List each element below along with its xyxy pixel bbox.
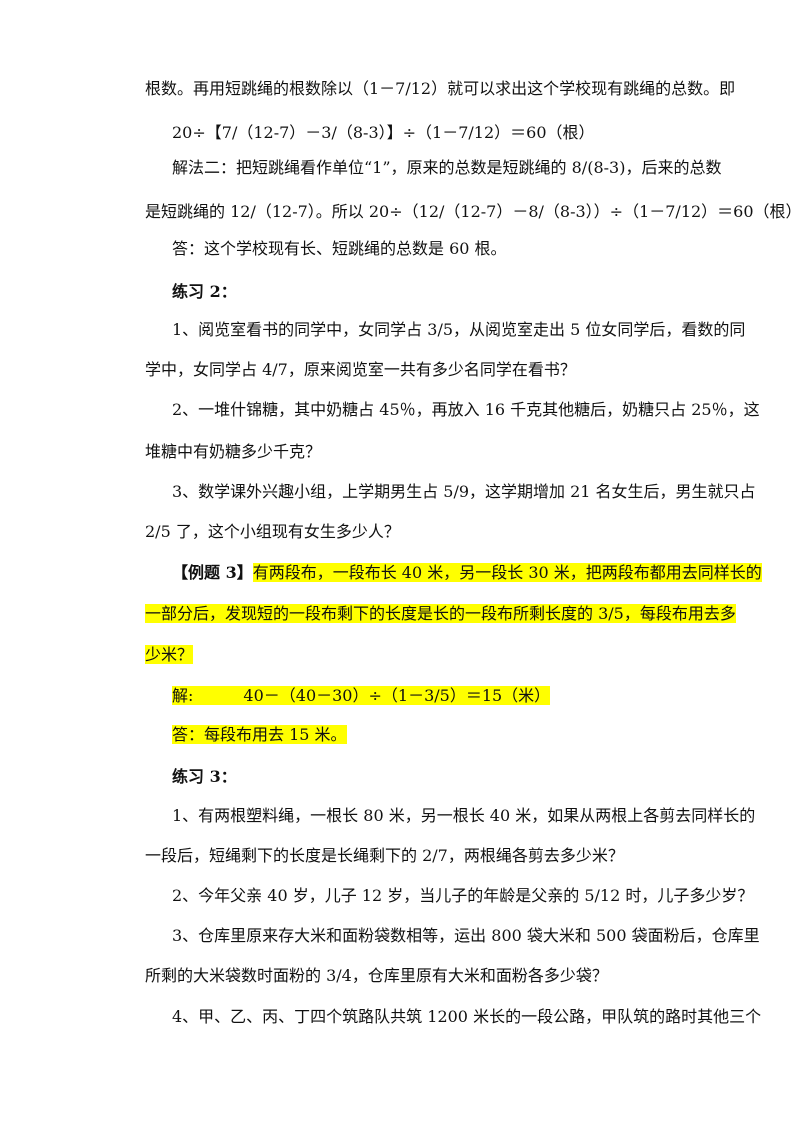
example3-text: 少米？ xyxy=(145,645,194,664)
practice3-question: 1、有两根塑料绳，一根长 80 米，另一根长 40 米，如果从两根上各剪去同样长… xyxy=(172,806,756,825)
practice3-question: 4、甲、乙、丙、丁四个筑路队共筑 1200 米长的一段公路，甲队筑的路时其他三个 xyxy=(172,1007,762,1026)
answer-line: 答：这个学校现有长、短跳绳的总数是 60 根。 xyxy=(172,239,507,258)
method2-line: 是短跳绳的 12/（12-7）。所以 20÷（12/（12-7）－8/（8-3）… xyxy=(145,202,800,221)
formula-line: 20÷【7/（12-7）－3/（8-3）】÷（1－7/12）＝60（根） xyxy=(172,123,595,142)
practice2-question: 堆糖中有奶糖多少千克？ xyxy=(145,442,322,461)
example3-solution-label: 解: xyxy=(172,686,194,705)
example3-answer: 答：每段布用去 15 米。 xyxy=(172,725,347,744)
solution-text-line: 根数。再用短跳绳的根数除以（1－7/12）就可以求出这个学校现有跳绳的总数。即 xyxy=(145,79,736,98)
example3-line: 一部分后，发现短的一段布剩下的长度是长的一段布所剩长度的 3/5，每段布用去多 xyxy=(145,602,736,626)
practice2-question: 1、阅览室看书的同学中，女同学占 3/5，从阅览室走出 5 位女同学后，看数的同 xyxy=(172,320,746,339)
practice3-question: 3、仓库里原来存大米和面粉袋数相等，运出 800 袋大米和 500 袋面粉后，仓… xyxy=(172,926,760,945)
example3-line: 【例题 3】有两段布，一段布长 40 米，另一段长 30 米，把两段布都用去同样… xyxy=(172,561,762,585)
method2-line: 解法二：把短跳绳看作单位“1”，原来的总数是短跳绳的 8/(8-3)，后来的总数 xyxy=(172,158,722,177)
example3-line: 少米？ xyxy=(145,643,194,667)
example3-text: 一部分后，发现短的一段布剩下的长度是长的一段布所剩长度的 3/5，每段布用去多 xyxy=(145,604,736,623)
example3-text: 有两段布，一段布长 40 米，另一段长 30 米，把两段布都用去同样长的 xyxy=(252,563,762,582)
practice3-question: 一段后，短绳剩下的长度是长绳剩下的 2/7，两根绳各剪去多少米？ xyxy=(145,846,624,865)
practice3-heading: 练习 3： xyxy=(172,767,237,786)
example3-solution-line: 解:40－（40－30）÷（1－3/5）＝15（米） xyxy=(172,684,551,708)
example3-label: 【例题 3】 xyxy=(172,563,253,582)
practice2-question: 2/5 了，这个小组现有女生多少人？ xyxy=(145,522,400,541)
example3-answer-line: 答：每段布用去 15 米。 xyxy=(172,723,347,747)
example3-solution: 40－（40－30）÷（1－3/5）＝15（米） xyxy=(193,686,551,705)
practice3-question: 2、今年父亲 40 岁，儿子 12 岁，当儿子的年龄是父亲的 5/12 时，儿子… xyxy=(172,886,754,905)
practice3-question: 所剩的大米袋数时面粉的 3/4，仓库里原有大米和面粉各多少袋？ xyxy=(145,966,608,985)
practice2-question: 2、一堆什锦糖，其中奶糖占 45％，再放入 16 千克其他糖后，奶糖只占 25％… xyxy=(172,400,760,419)
practice2-question: 学中，女同学占 4/7，原来阅览室一共有多少名同学在看书？ xyxy=(145,360,576,379)
practice2-heading: 练习 2： xyxy=(172,282,237,301)
practice2-question: 3、数学课外兴趣小组，上学期男生占 5/9，这学期增加 21 名女生后，男生就只… xyxy=(172,482,756,501)
